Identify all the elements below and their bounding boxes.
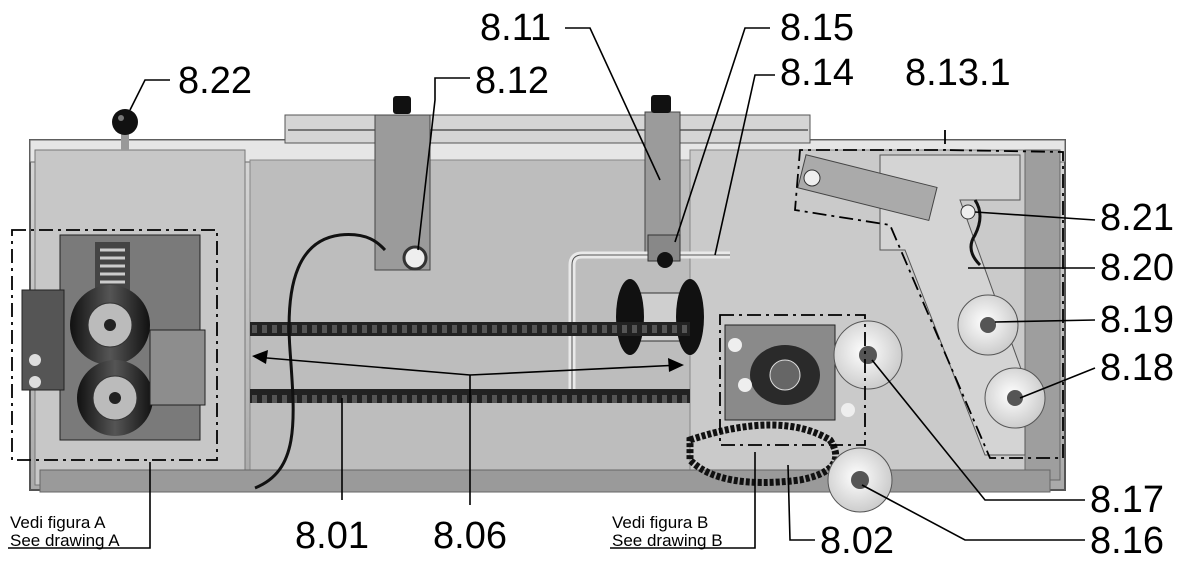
drive-b-bearing-hub (769, 359, 801, 391)
guide-rod-outline (571, 254, 730, 390)
belt-upper (250, 322, 690, 336)
arm-lever (797, 154, 938, 222)
drive-b-bolt-1 (728, 338, 742, 352)
label-816: 8.16 (1090, 520, 1164, 562)
bracket-left-bolt (402, 245, 428, 271)
leader-814 (714, 74, 775, 256)
label-8131: 8.13.1 (905, 52, 1011, 94)
leader-lines (8, 27, 1096, 549)
label-818: 8.18 (1100, 347, 1174, 389)
arm-spring (969, 199, 982, 267)
drive-a-spring (100, 248, 125, 284)
drive-b-bolt-3 (841, 403, 855, 417)
leader-821 (974, 211, 1096, 221)
drive-a-roller-top-axle (104, 319, 116, 331)
drive-a-cylinder (149, 329, 206, 406)
leader-note-b (610, 452, 756, 549)
label-814: 8.14 (780, 52, 854, 94)
label-821: 8.21 (1100, 197, 1174, 239)
note-b-italian: Vedi figura B (612, 513, 708, 532)
label-806: 8.06 (433, 515, 507, 557)
label-801: 8.01 (295, 515, 369, 557)
drive-a-roller-bottom-axle (109, 392, 121, 404)
drive-a-bolt-1 (29, 354, 41, 366)
knob-stem (121, 130, 129, 150)
arm-pin-821 (960, 204, 976, 220)
label-802: 8.02 (820, 520, 894, 562)
disc-817-hub (859, 346, 877, 364)
leader-815 (674, 27, 770, 243)
label-811: 8.11 (480, 7, 551, 49)
bracket-right (644, 111, 681, 253)
bottom-flange (39, 469, 1051, 493)
leader-816 (861, 484, 1085, 541)
leader-822 (129, 79, 170, 111)
leader-811 (565, 27, 661, 181)
note-a-italian: Vedi figura A (10, 513, 106, 532)
label-820: 8.20 (1100, 247, 1174, 289)
right-upright (1024, 149, 1061, 481)
label-822: 8.22 (178, 60, 252, 102)
arrowhead-806-left (252, 350, 268, 364)
note-b-english: See drawing B (612, 531, 723, 550)
label-817: 8.17 (1090, 479, 1164, 521)
label-815: 8.15 (780, 7, 854, 49)
bracket-left (374, 114, 431, 271)
spool-flange-left (616, 279, 644, 355)
leader-806-right (469, 364, 681, 376)
bracket-left-clamp (393, 96, 411, 114)
cable (254, 233, 387, 490)
note-a-english: See drawing A (10, 531, 120, 550)
label-812: 8.12 (475, 60, 549, 102)
arrowhead-806-right (668, 358, 684, 372)
disc-818-hub (1007, 390, 1023, 406)
bracket-right-clamp (651, 95, 671, 113)
drive-b-bolt-2 (738, 378, 752, 392)
disc-816-hub (851, 471, 869, 489)
arm-lever-bolt (803, 169, 821, 187)
leader-817 (871, 359, 1085, 501)
label-819: 8.19 (1100, 299, 1174, 341)
disc-819-hub (980, 317, 996, 333)
leader-802 (787, 464, 815, 541)
leader-812 (417, 77, 470, 251)
leader-note-a (8, 462, 151, 549)
drawing-notes: Vedi figura A See drawing A Vedi figura … (10, 513, 723, 550)
spool-flange-right (676, 279, 704, 355)
machine-illustration (21, 95, 1066, 513)
drive-a-bolt-2 (29, 376, 41, 388)
knob (112, 109, 138, 135)
rod-clamp-knob (657, 252, 673, 268)
callout-labels: 8.22 8.12 8.11 8.15 8.14 8.13.1 8.21 8.2… (178, 7, 1174, 562)
leader-818 (1019, 367, 1096, 399)
leader-819 (994, 319, 1096, 323)
detail-frame-b (719, 314, 866, 446)
leader-806-left (254, 356, 471, 376)
knob-highlight (118, 115, 124, 121)
drive-a-side-block (21, 289, 65, 391)
detail-frame-a (11, 229, 218, 461)
